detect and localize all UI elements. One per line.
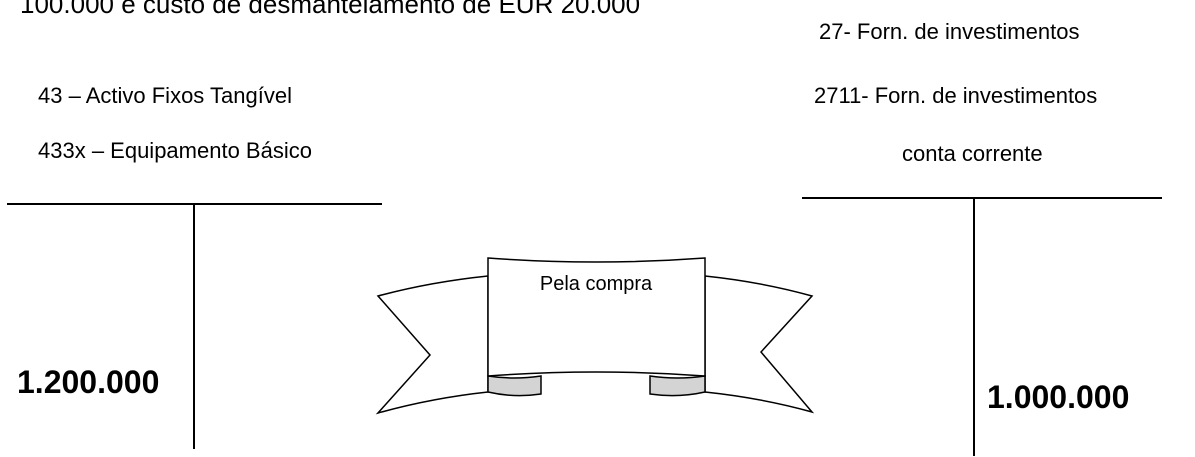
banner-center-panel [487,257,706,377]
banner-right-fold [649,375,706,397]
left-account-subtitle: 433x – Equipamento Básico [38,138,312,163]
right-credit-amount: 1.000.000 [987,379,1130,415]
banner-label: Pela compra [539,273,653,295]
left-t-account-vertical [193,204,195,449]
left-debit-amount: 1.200.000 [17,364,160,400]
banner-ribbon-shape [375,257,815,415]
right-t-account-vertical [973,198,975,456]
left-account-title: 43 – Activo Fixos Tangível [38,83,292,108]
banner-left-fold [487,375,542,397]
banner-right-tail [704,275,815,414]
banner-left-tail [375,275,489,415]
right-t-account-horizontal [802,197,1162,199]
right-account-subtitle-2: conta corrente [902,141,1043,166]
right-account-title: 27- Forn. de investimentos [819,19,1080,44]
right-account-subtitle: 2711- Forn. de investimentos [814,83,1098,108]
header-cut-text: 100.000 e custo de desmantelamento de EU… [20,0,641,19]
